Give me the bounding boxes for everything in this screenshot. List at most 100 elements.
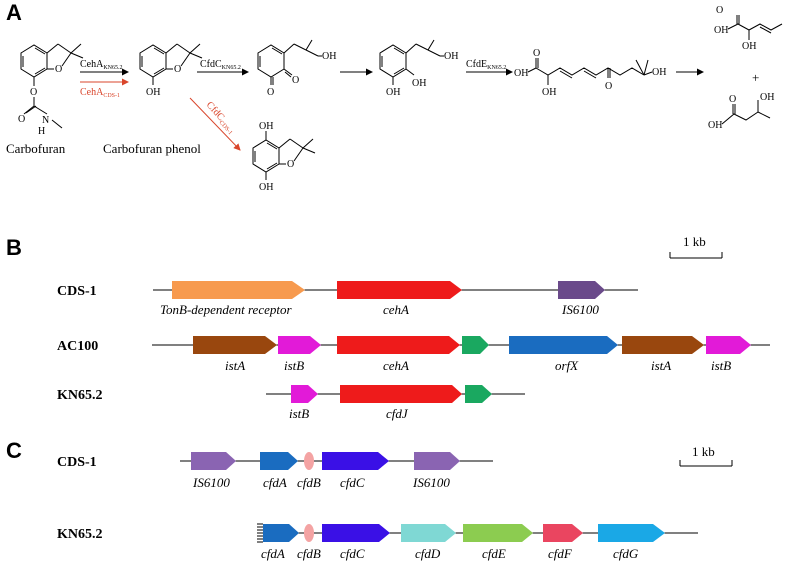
- gene-arrow: [401, 524, 456, 542]
- quinone-structure: O O OH: [257, 39, 336, 98]
- gene-label: istA: [651, 358, 671, 373]
- truncation-ticks: [257, 523, 263, 543]
- carbofuran-phenol-structure: O OH: [139, 43, 203, 98]
- enzyme-cfdc-kn: CfdCKN65.2: [200, 59, 241, 71]
- gene-arrow: [193, 336, 277, 354]
- strain-label: KN65.2: [57, 388, 103, 403]
- atom-o: O: [18, 114, 25, 125]
- arrow-cfdc-cds: [189, 97, 241, 151]
- atom-oh: OH: [322, 51, 336, 62]
- gene-label: cfdJ: [386, 406, 409, 421]
- gene-arrow: [263, 524, 299, 542]
- gene-label: cfdA: [261, 546, 285, 561]
- atom-oh: OH: [514, 68, 528, 79]
- strain-label: AC100: [57, 339, 98, 354]
- atom-oh: OH: [708, 120, 722, 131]
- gene-label: TonB-dependent receptor: [160, 302, 292, 317]
- atom-o: O: [287, 159, 294, 170]
- gene-arrow: [706, 336, 751, 354]
- strain-label: CDS-1: [57, 284, 97, 299]
- gene-arrow: [465, 385, 492, 403]
- atom-o: O: [55, 64, 62, 75]
- atom-o: O: [30, 87, 37, 98]
- gene-label: cfdB: [297, 546, 321, 561]
- gene-label: istA: [225, 358, 245, 373]
- atom-o: O: [174, 64, 181, 75]
- atom-h: H: [38, 126, 45, 137]
- ring-cleavage-product-structure: OH O OH O OH: [514, 48, 666, 98]
- atom-oh: OH: [714, 25, 728, 36]
- atom-o: O: [533, 48, 540, 59]
- gene-arrow: [462, 336, 489, 354]
- gene-label: cfdB: [297, 475, 321, 490]
- panel-b-letter: B: [6, 235, 22, 260]
- gene-arrow: [414, 452, 460, 470]
- gene-label: cehA: [383, 302, 409, 317]
- atom-oh: OH: [259, 121, 273, 132]
- atom-o: O: [605, 81, 612, 92]
- gene-arrow: [340, 385, 462, 403]
- strain-label: KN65.2: [57, 527, 103, 542]
- atom-oh: OH: [444, 51, 458, 62]
- atom-oh: OH: [386, 87, 400, 98]
- gene-arrow: [322, 524, 390, 542]
- panel-a-letter: A: [6, 0, 22, 25]
- gene-label: IS6100: [412, 475, 450, 490]
- gene-label: cfdG: [613, 546, 639, 561]
- atom-oh: OH: [742, 41, 756, 52]
- atom-o: O: [267, 87, 274, 98]
- gene-arrow: [463, 524, 533, 542]
- atom-oh: OH: [652, 67, 666, 78]
- gene-arrow: [543, 524, 583, 542]
- gene-label: istB: [711, 358, 731, 373]
- atom-o: O: [292, 75, 299, 86]
- atom-o: O: [729, 94, 736, 105]
- gene-label: cfdF: [548, 546, 573, 561]
- atom-oh: OH: [146, 87, 160, 98]
- product-hydroxymethylbutanoate-structure: O OH OH: [708, 92, 774, 131]
- gene-arrow: [260, 452, 298, 470]
- catechol-structure: OH OH OH: [379, 39, 458, 98]
- enzyme-ceha-kn: CehAKN65.2: [80, 59, 123, 71]
- gene-arrow: [278, 336, 321, 354]
- gene-arrow: [622, 336, 704, 354]
- panel-c-letter: C: [6, 438, 22, 463]
- gene-arrow: [172, 281, 305, 299]
- gene-arrow: [337, 281, 462, 299]
- gene-label: cehA: [383, 358, 409, 373]
- gene-label: IS6100: [192, 475, 230, 490]
- plus-sign: +: [752, 70, 759, 85]
- gene-label: istB: [289, 406, 309, 421]
- enzyme-cfdc-cds: CfdCCDS-1: [203, 100, 238, 137]
- carbofuran-structure: O O O N H: [18, 43, 84, 137]
- atom-oh: OH: [542, 87, 556, 98]
- gene-arrow: [291, 385, 318, 403]
- hydroxy-carbofuran-phenol-structure: OH O OH: [252, 121, 316, 193]
- scale-label-c: 1 kb: [692, 444, 715, 459]
- scale-bar-c: [679, 460, 733, 467]
- gene-arrow: [322, 452, 389, 470]
- atom-oh: OH: [760, 92, 774, 103]
- gene-arrow: [558, 281, 605, 299]
- atom-oh: OH: [259, 182, 273, 193]
- gene-label: cfdC: [340, 546, 365, 561]
- gene-label: cfdC: [340, 475, 365, 490]
- gene-label: istB: [284, 358, 304, 373]
- gene-label: cfdE: [482, 546, 506, 561]
- atom-n: N: [42, 115, 49, 126]
- carbofuran-label: Carbofuran: [6, 141, 66, 156]
- atom-oh: OH: [412, 78, 426, 89]
- carbofuran-phenol-label: Carbofuran phenol: [103, 141, 201, 156]
- gene-label: cfdD: [415, 546, 441, 561]
- product-hydroxymuconate-structure: O OH OH: [714, 5, 783, 52]
- gene-arrow: [337, 336, 460, 354]
- gene-arrow: [509, 336, 618, 354]
- scale-label-b: 1 kb: [683, 234, 706, 249]
- gene-arrow: [304, 452, 314, 470]
- gene-arrow: [304, 524, 314, 542]
- gene-arrow: [191, 452, 236, 470]
- enzyme-ceha-cds: CehACDS-1: [80, 87, 120, 99]
- gene-label: orfX: [555, 358, 579, 373]
- enzyme-cfde-kn: CfdEKN65.2: [466, 59, 506, 71]
